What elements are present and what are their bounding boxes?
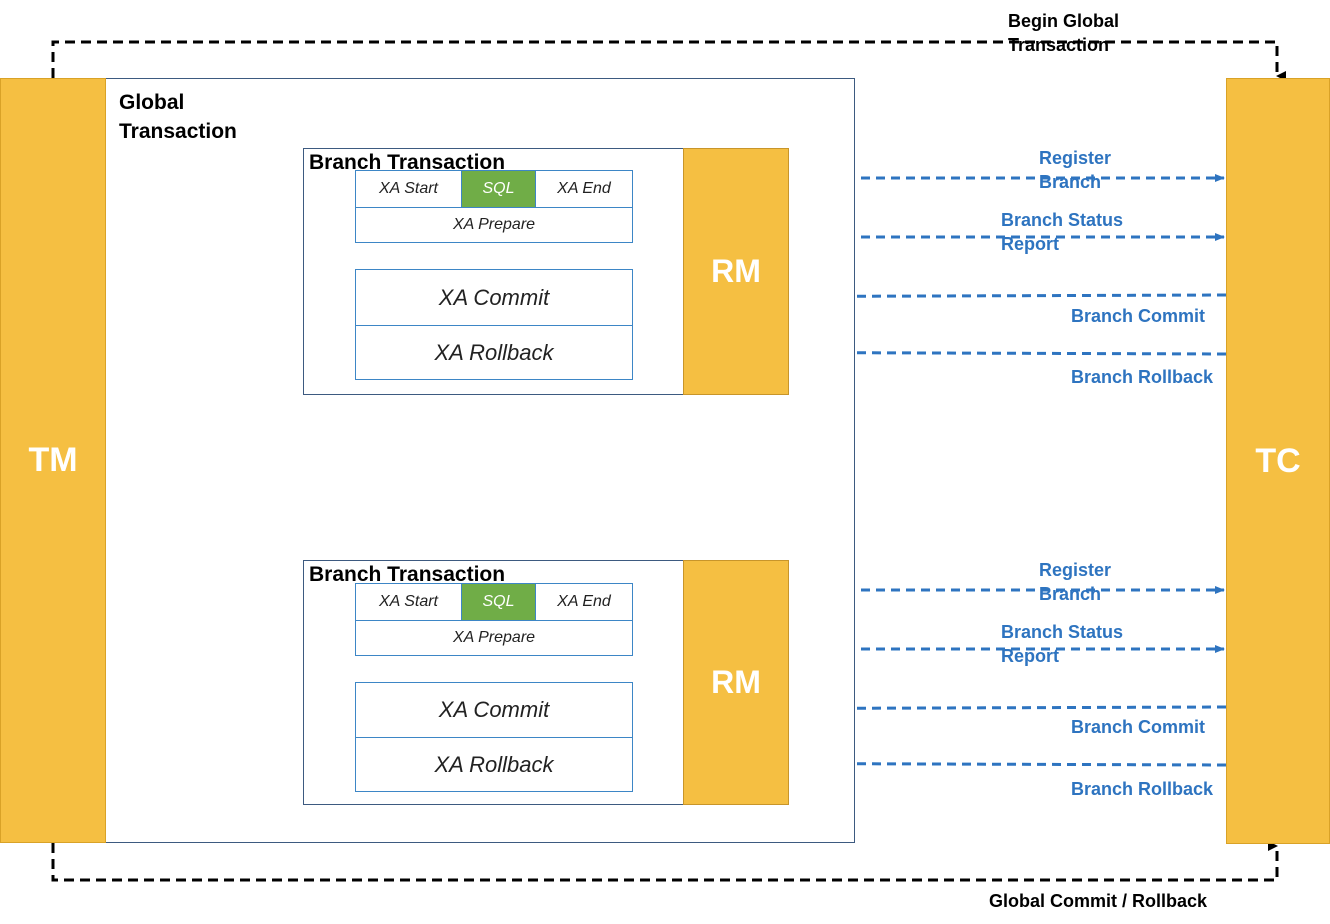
xa-commit-step: XA Commit xyxy=(355,682,633,738)
rm-component: RM xyxy=(683,560,789,805)
tc-component: TC xyxy=(1226,78,1330,844)
global-commit-flow-line xyxy=(51,841,1279,882)
xa-start-step: XA Start xyxy=(355,583,462,621)
tm-component: TM xyxy=(0,78,106,843)
tm-label: TM xyxy=(28,441,78,479)
begin-global-transaction-label: Begin Global Transaction xyxy=(1008,11,1120,55)
xa-prepare-step: XA Prepare xyxy=(355,620,633,656)
xa-end-step: XA End xyxy=(535,170,633,208)
branch-commit-label: Branch Commit xyxy=(1071,306,1206,326)
branch-rollback-line-2 xyxy=(633,759,1227,768)
xa-rollback-step: XA Rollback xyxy=(355,737,633,792)
branch-transaction-title: Branch Transaction xyxy=(309,563,506,586)
register-branch-label: Register Branch xyxy=(1039,560,1112,604)
sql-step: SQL xyxy=(461,583,536,621)
xa-rollback-step: XA Rollback xyxy=(355,325,633,380)
xa-start-step: XA Start xyxy=(355,170,462,208)
rm-component: RM xyxy=(683,148,789,395)
xa-prepare-step: XA Prepare xyxy=(355,207,633,243)
branch-commit-line-2 xyxy=(633,704,1227,713)
branch-commit-line-1 xyxy=(633,292,1227,301)
branch-status-report-label: Branch Status Report xyxy=(1001,210,1124,254)
xa-commit-step: XA Commit xyxy=(355,269,633,326)
sql-step: SQL xyxy=(461,170,536,208)
global-transaction-label: Global Transaction xyxy=(119,91,237,143)
rm-label: RM xyxy=(711,664,761,700)
begin-global-flow-line xyxy=(51,40,1286,81)
branch-commit-label: Branch Commit xyxy=(1071,717,1206,737)
branch-status-report-label: Branch Status Report xyxy=(1001,622,1124,666)
xa-end-step: XA End xyxy=(535,583,633,621)
register-branch-label: Register Branch xyxy=(1039,148,1112,192)
branch-rollback-label: Branch Rollback xyxy=(1071,367,1214,387)
rm-label: RM xyxy=(711,253,761,289)
branch-rollback-line-1 xyxy=(633,348,1227,357)
branch-transaction-title: Branch Transaction xyxy=(309,151,506,174)
branch-rollback-label: Branch Rollback xyxy=(1071,779,1214,799)
global-commit-rollback-label: Global Commit / Rollback xyxy=(989,891,1208,911)
tc-label: TC xyxy=(1255,441,1301,480)
